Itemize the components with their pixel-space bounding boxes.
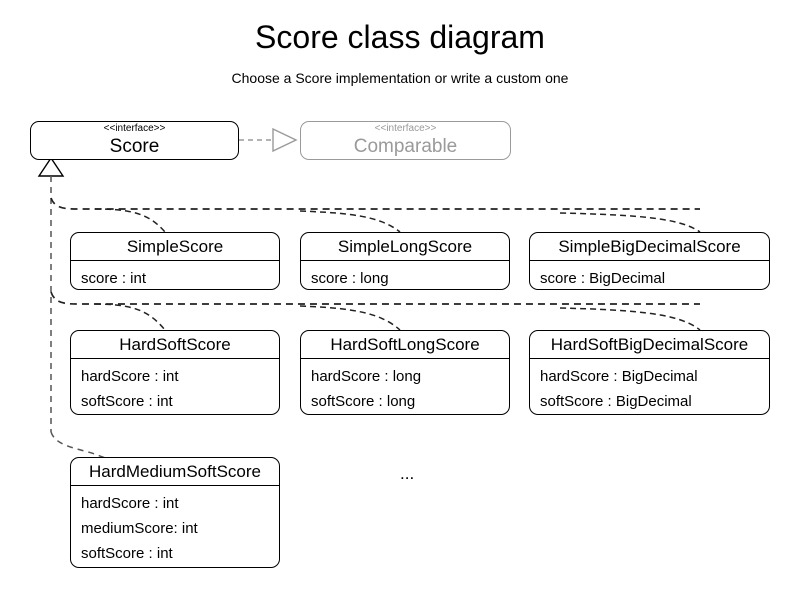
class-box-simplebigdecimalscore[interactable]: SimpleBigDecimalScore score : BigDecimal [529,232,770,290]
interface-name: Score [109,136,160,157]
attribute-row: score : int [81,270,147,287]
class-attributes: hardScore : BigDecimal softScore : BigDe… [530,359,769,414]
attribute-row: hardScore : int [81,495,179,512]
attribute-row: hardScore : int [81,368,179,385]
inheritance-bus-row2 [50,291,700,305]
attribute-row: softScore : long [311,393,416,410]
attribute-row: mediumScore: int [81,520,198,537]
inheritance-bus-row1 [50,197,700,210]
page-subtitle: Choose a Score implementation or write a… [231,70,569,86]
attribute-row: score : BigDecimal [540,270,666,287]
stereotype-label: <<interface>> [374,123,437,134]
interface-box-comparable[interactable]: <<interface>> Comparable [300,121,511,160]
class-box-hardmediumsoftscore[interactable]: HardMediumSoftScore hardScore : int medi… [70,457,280,568]
attribute-row: softScore : BigDecimal [540,393,692,410]
class-name: SimpleBigDecimalScore [530,233,769,261]
class-name: HardSoftBigDecimalScore [530,331,769,359]
more-classes-ellipsis: ... [400,464,415,483]
class-box-simplelongscore[interactable]: SimpleLongScore score : long [300,232,510,290]
attribute-row: hardScore : long [311,368,422,385]
class-attributes: score : int [71,261,279,289]
class-box-hardsoftscore[interactable]: HardSoftScore hardScore : int softScore … [70,330,280,415]
generalization-triangle-score [37,156,65,177]
class-attributes: score : long [301,261,509,289]
class-box-simplescore[interactable]: SimpleScore score : int [70,232,280,290]
attribute-row: hardScore : BigDecimal [540,368,698,385]
interface-name: Comparable [353,136,458,157]
attribute-row: softScore : int [81,393,173,410]
inheritance-drops-row1 [94,208,701,233]
class-name: HardSoftLongScore [301,331,509,359]
class-name: HardMediumSoftScore [71,458,279,486]
inheritance-drops-row2 [94,303,701,331]
class-name: SimpleLongScore [301,233,509,261]
inheritance-drop-hardmediumsoftscore [50,431,109,459]
class-attributes: score : BigDecimal [530,261,769,289]
class-box-hardsoftbigdecimalscore[interactable]: HardSoftBigDecimalScore hardScore : BigD… [529,330,770,415]
class-box-hardsoftlongscore[interactable]: HardSoftLongScore hardScore : long softS… [300,330,510,415]
interface-box-score[interactable]: <<interface>> Score [30,121,239,160]
class-attributes: hardScore : int softScore : int [71,359,279,414]
class-attributes: hardScore : int mediumScore: int softSco… [71,486,279,567]
class-attributes: hardScore : long softScore : long [301,359,509,414]
page-title: Score class diagram [255,19,545,55]
class-name: SimpleScore [71,233,279,261]
attribute-row: softScore : int [81,545,173,562]
stereotype-label: <<interface>> [103,123,166,134]
realization-score-to-comparable [239,127,298,153]
class-name: HardSoftScore [71,331,279,359]
attribute-row: score : long [311,270,389,287]
